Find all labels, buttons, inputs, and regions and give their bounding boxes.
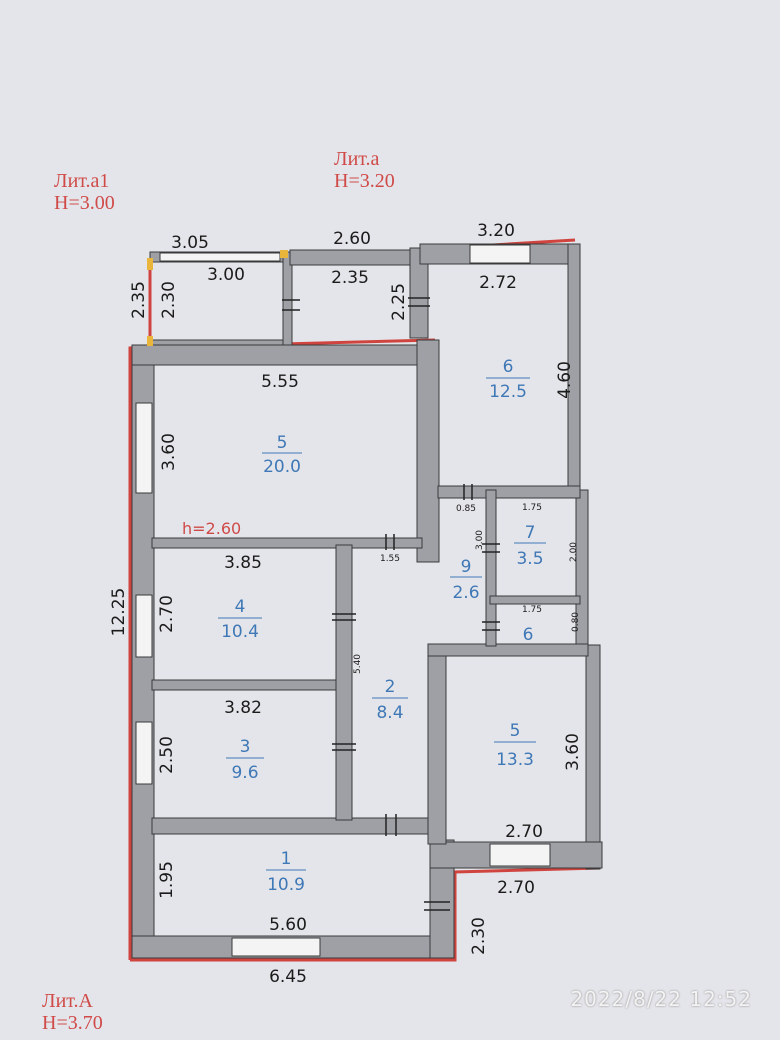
- dim-5-60: 5.60: [269, 915, 307, 935]
- room-9-area: 2.6: [452, 583, 479, 603]
- dim-2-50: 2.50: [157, 736, 177, 774]
- dim-2-72: 2.72: [479, 273, 517, 293]
- room-1-number: 1: [281, 849, 292, 869]
- inner-height-label: h=2.60: [182, 519, 241, 538]
- room-5-right-number: 5: [510, 721, 521, 741]
- dim-3-05: 3.05: [171, 233, 209, 253]
- veranda-posts: [147, 250, 288, 346]
- dim-3-00: 3.00: [207, 265, 245, 285]
- dim-2-30: 2.30: [469, 917, 489, 955]
- dim-1-75-b: 1.75: [522, 605, 542, 615]
- lit-A-label: Лит.А Н=3.70: [42, 990, 103, 1034]
- room-labels: 5 20.0 6 12.5 4 10.4 3 9.6 2 8.4 1 10.9 …: [218, 357, 546, 895]
- room-6-small-number: 6: [523, 625, 534, 645]
- dim-2-25: 2.25: [389, 283, 409, 321]
- room-2-number: 2: [385, 677, 396, 697]
- dim-2-00: 2.00: [569, 542, 579, 562]
- dim-5-55: 5.55: [261, 372, 299, 392]
- dim-3-60-a: 3.60: [159, 433, 179, 471]
- photo-timestamp: 2022/8/22 12:52: [570, 987, 752, 1011]
- room-5-number: 5: [277, 433, 288, 453]
- room-9-number: 9: [461, 557, 472, 577]
- dim-3-00-s: 3.00: [475, 530, 485, 550]
- room-2-area: 8.4: [376, 703, 403, 723]
- room-4-number: 4: [235, 597, 246, 617]
- room-3-number: 3: [240, 737, 251, 757]
- dimension-labels: 3.05 3.00 2.60 2.35 3.20 2.72 5.55 3.85 …: [109, 221, 583, 987]
- dim-12-25: 12.25: [109, 588, 129, 637]
- dim-3-60-b: 3.60: [563, 733, 583, 771]
- dim-1-95: 1.95: [157, 861, 177, 899]
- dim-2-30-v: 2.30: [159, 281, 179, 319]
- door-marks: [282, 297, 500, 911]
- room-1-area: 10.9: [267, 875, 305, 895]
- room-4-area: 10.4: [221, 622, 259, 642]
- dim-4-60: 4.60: [555, 361, 575, 399]
- dim-0-80: 0.80: [571, 612, 581, 632]
- dim-0-85: 0.85: [456, 504, 476, 514]
- dim-2-70-bottom-inner: 2.70: [505, 822, 543, 842]
- room-5-right-area: 13.3: [496, 750, 534, 770]
- room-6-number: 6: [503, 357, 514, 377]
- room-3-area: 9.6: [231, 763, 258, 783]
- dim-2-35: 2.35: [331, 268, 369, 288]
- dim-3-85: 3.85: [224, 553, 262, 573]
- dim-3-82: 3.82: [224, 698, 262, 718]
- dim-1-55: 1.55: [380, 554, 400, 564]
- dim-3-20: 3.20: [477, 221, 515, 241]
- dim-2-70-bottom-outer: 2.70: [497, 878, 535, 898]
- room-6-area: 12.5: [489, 382, 527, 402]
- room-5-area: 20.0: [263, 457, 301, 477]
- dim-6-45: 6.45: [269, 967, 307, 987]
- room-7-number: 7: [525, 523, 536, 543]
- dim-2-60: 2.60: [333, 229, 371, 249]
- lit-a-label: Лит.а Н=3.20: [334, 148, 395, 192]
- dim-1-75-a: 1.75: [522, 503, 542, 513]
- dim-2-35-v: 2.35: [129, 281, 149, 319]
- room-7-area: 3.5: [516, 549, 543, 569]
- lit-a1-label: Лит.а1 Н=3.00: [54, 170, 115, 214]
- dim-5-40: 5.40: [353, 654, 363, 674]
- windows: [135, 244, 551, 957]
- dim-2-70: 2.70: [157, 595, 177, 633]
